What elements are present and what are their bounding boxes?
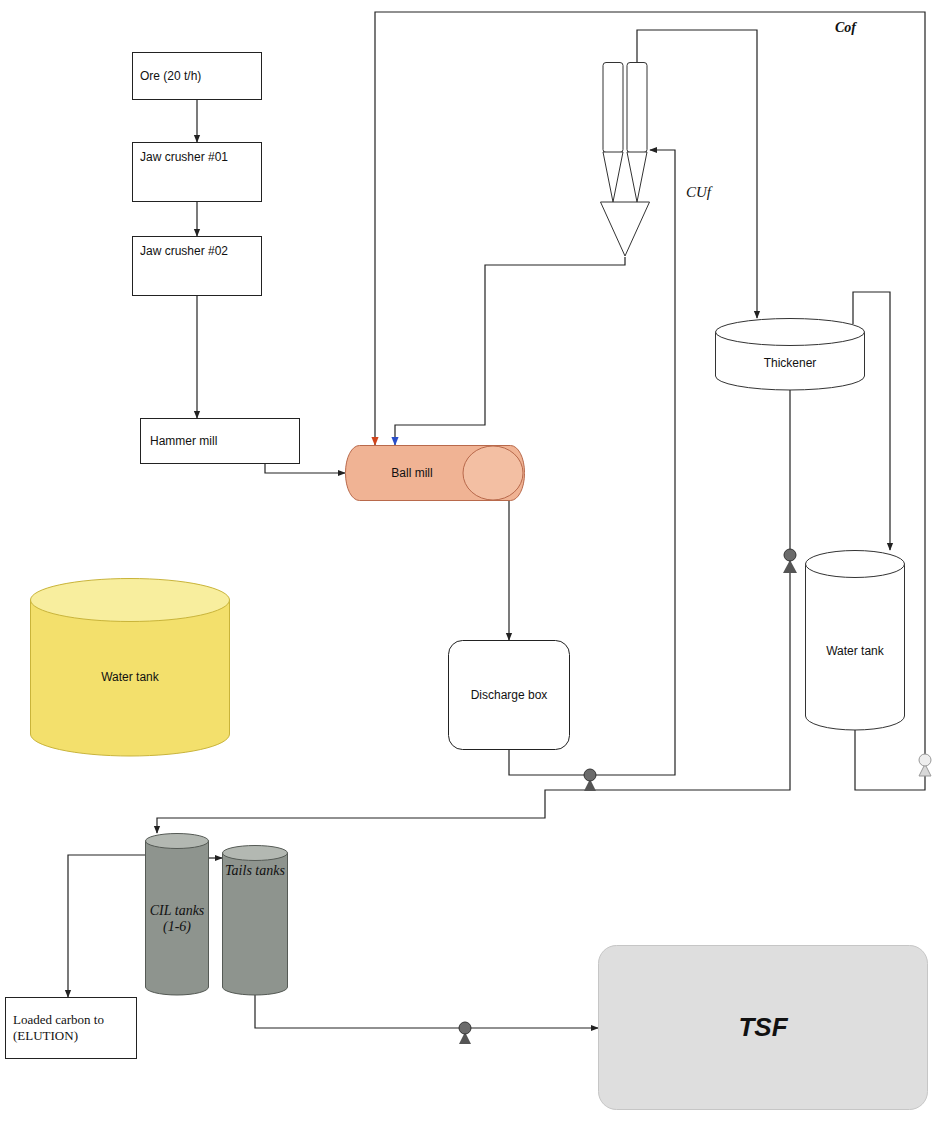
slurry-pump bbox=[783, 549, 797, 573]
flow-line bbox=[637, 30, 757, 318]
feed-box: Ore (20 t/h) bbox=[132, 52, 262, 100]
mill-shell bbox=[346, 446, 525, 501]
flow-line bbox=[68, 855, 145, 997]
flow-line bbox=[265, 464, 345, 473]
flow-line bbox=[196, 100, 197, 142]
thickener: Thickener bbox=[715, 318, 865, 390]
process-box: Jaw crusher #02 bbox=[132, 236, 262, 296]
water-tank: Water tank bbox=[30, 578, 230, 756]
box-outline bbox=[449, 641, 570, 750]
process-box: Jaw crusher #01 bbox=[132, 142, 262, 202]
box-outline bbox=[133, 53, 262, 100]
ball-mill-outline bbox=[345, 445, 525, 501]
water-pump bbox=[919, 754, 931, 776]
output-box: Loaded carbon to (ELUTION) bbox=[5, 997, 137, 1059]
flow-line bbox=[209, 857, 222, 858]
node-label: Loaded carbon to (ELUTION) bbox=[13, 1012, 131, 1044]
node-label: Water tank bbox=[826, 644, 884, 658]
node-label: Jaw crusher #02 bbox=[140, 244, 228, 258]
tank-top bbox=[31, 579, 230, 622]
flow-line bbox=[508, 501, 509, 640]
node-label: Jaw crusher #01 bbox=[140, 150, 228, 164]
node-label: Discharge box bbox=[471, 688, 548, 702]
tank-top bbox=[806, 551, 905, 578]
node-label: Water tank bbox=[101, 670, 159, 684]
box-outline bbox=[599, 946, 928, 1110]
tank-top bbox=[223, 846, 288, 861]
thickener-outline bbox=[715, 318, 865, 390]
node-label: Ball mill bbox=[391, 466, 432, 480]
cil-tank: CIL tanks (1-6) bbox=[145, 833, 209, 995]
flow-line bbox=[375, 12, 925, 790]
box-outline bbox=[133, 143, 262, 202]
tank-body bbox=[31, 600, 230, 756]
tsf-pond: TSF bbox=[598, 945, 928, 1110]
tank-body bbox=[223, 853, 288, 995]
box-outline bbox=[133, 237, 262, 296]
tails-tank: Tails tanks bbox=[222, 845, 288, 995]
flow-line bbox=[255, 995, 598, 1028]
stream-label: Cof bbox=[835, 20, 856, 36]
process-box: Hammer mill bbox=[140, 418, 300, 464]
tank-top bbox=[716, 319, 865, 346]
water-tank: Water tank bbox=[805, 550, 905, 730]
node-label: Tails tanks bbox=[225, 863, 285, 879]
box-outline bbox=[6, 998, 137, 1059]
water-tank-outline bbox=[30, 578, 230, 756]
tailings-pump bbox=[459, 1022, 471, 1044]
node-label: CIL tanks (1-6) bbox=[148, 903, 206, 935]
cyclone-cluster: CUf bbox=[600, 62, 650, 257]
tank-top bbox=[146, 834, 209, 849]
mill-end bbox=[463, 446, 523, 500]
flow-line bbox=[196, 202, 197, 236]
discharge-box: Discharge box bbox=[448, 640, 570, 750]
slurry-pump bbox=[584, 769, 596, 791]
node-label: TSF bbox=[738, 1012, 787, 1043]
flow-line bbox=[395, 257, 625, 445]
tank-body bbox=[806, 564, 905, 730]
node-label: Ore (20 t/h) bbox=[140, 69, 201, 83]
node-label: Hammer mill bbox=[150, 434, 217, 448]
cyclone-cluster-outline bbox=[600, 62, 650, 257]
ball-mill: Ball mill bbox=[345, 445, 525, 501]
water-tank-outline bbox=[805, 550, 905, 730]
node-label: CUf bbox=[686, 184, 711, 201]
hydrocyclone bbox=[601, 63, 650, 257]
node-label: Thickener bbox=[764, 356, 817, 370]
box-outline bbox=[141, 419, 300, 464]
tank-body bbox=[146, 841, 209, 995]
flow-line bbox=[196, 296, 197, 418]
